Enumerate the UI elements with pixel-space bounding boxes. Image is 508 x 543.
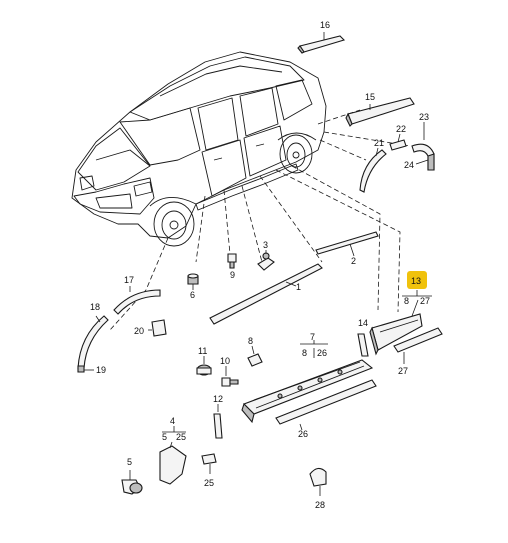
part-26 <box>275 379 377 431</box>
callout-20[interactable]: 20 <box>134 326 144 336</box>
callout-5[interactable]: 5 <box>127 457 132 467</box>
part-14 <box>357 333 369 357</box>
part-28 <box>309 467 327 496</box>
callout-3[interactable]: 3 <box>263 240 268 250</box>
part-12 <box>213 404 223 439</box>
callout-13-highlight <box>407 271 427 289</box>
callout-22[interactable]: 22 <box>396 124 406 134</box>
callout-1[interactable]: 1 <box>296 282 301 292</box>
part-7 <box>241 348 374 424</box>
callout-7-ref-a: 8 <box>302 348 307 358</box>
callout-16[interactable]: 16 <box>320 20 330 30</box>
callout-27[interactable]: 27 <box>398 366 408 376</box>
callout-labels: 16 15 22 23 21 24 3 2 9 1 6 17 18 20 19 … <box>90 20 430 510</box>
part-18 <box>77 315 109 369</box>
part-3 <box>257 250 275 271</box>
group-bracket-7 <box>300 340 328 345</box>
callout-13-ref-a: 8 <box>404 296 409 306</box>
part-2 <box>315 231 379 257</box>
callout-7-ref-b: 26 <box>317 348 327 358</box>
callout-28[interactable]: 28 <box>315 500 325 510</box>
callout-26[interactable]: 26 <box>298 429 308 439</box>
callout-10[interactable]: 10 <box>220 356 230 366</box>
part-16 <box>297 32 346 54</box>
part-23-24 <box>411 122 435 171</box>
callout-8[interactable]: 8 <box>248 336 253 346</box>
callout-15[interactable]: 15 <box>365 92 375 102</box>
callout-17[interactable]: 17 <box>124 275 134 285</box>
part-5 <box>121 470 143 495</box>
callout-14[interactable]: 14 <box>358 318 368 328</box>
callout-11[interactable]: 11 <box>198 346 207 356</box>
part-19 <box>77 365 94 373</box>
part-11 <box>196 356 212 376</box>
part-4 <box>159 441 187 485</box>
callout-7[interactable]: 7 <box>310 332 315 342</box>
part-1 <box>209 263 323 325</box>
part-17 <box>113 286 161 315</box>
part-6 <box>187 273 199 290</box>
part-21 <box>359 147 387 193</box>
callout-19[interactable]: 19 <box>96 365 106 375</box>
callout-4-ref-a: 5 <box>162 432 167 442</box>
part-25 <box>201 453 217 474</box>
group-bracket-4 <box>162 426 186 433</box>
vehicle-illustration <box>71 51 327 247</box>
part-10 <box>221 366 239 387</box>
callout-6[interactable]: 6 <box>190 290 195 300</box>
part-20 <box>148 319 167 337</box>
part-27 <box>393 327 443 364</box>
part-13 <box>369 299 423 356</box>
callout-12[interactable]: 12 <box>213 394 223 404</box>
callout-4-ref-b: 25 <box>176 432 186 442</box>
callout-25[interactable]: 25 <box>204 478 214 488</box>
callout-9[interactable]: 9 <box>230 270 235 280</box>
part-22 <box>389 133 407 151</box>
part-15 <box>345 97 415 127</box>
callout-13-ref-b: 27 <box>420 296 430 306</box>
part-8-clip <box>247 345 263 367</box>
callout-24[interactable]: 24 <box>404 160 414 170</box>
callout-4[interactable]: 4 <box>170 416 175 426</box>
callout-23[interactable]: 23 <box>419 112 429 122</box>
part-9 <box>227 253 237 269</box>
callout-18[interactable]: 18 <box>90 302 100 312</box>
callout-13[interactable]: 13 <box>411 276 421 286</box>
callout-21[interactable]: 21 <box>374 138 384 148</box>
callout-2[interactable]: 2 <box>351 256 356 266</box>
group-bracket-13 <box>402 290 432 297</box>
